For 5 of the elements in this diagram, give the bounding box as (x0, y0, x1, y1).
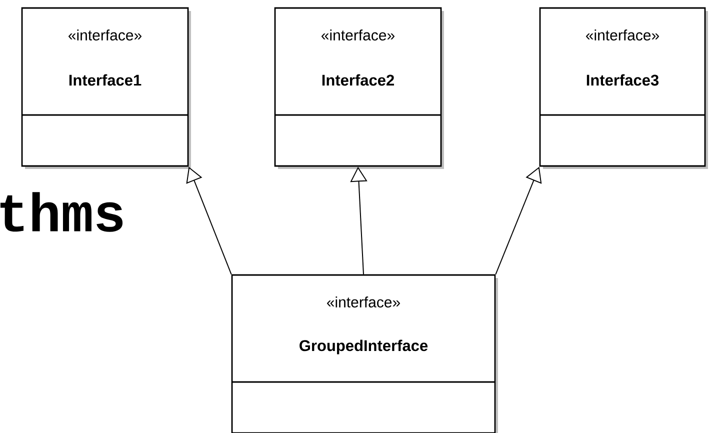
class-box: «interface» Interface1 (21, 7, 191, 169)
cropped-heading: thms (0, 192, 123, 232)
class-box: «interface» GroupedInterface (231, 274, 498, 433)
class-box: «interface» Interface2 (274, 7, 444, 169)
class-box: «interface» Interface3 (539, 7, 708, 169)
